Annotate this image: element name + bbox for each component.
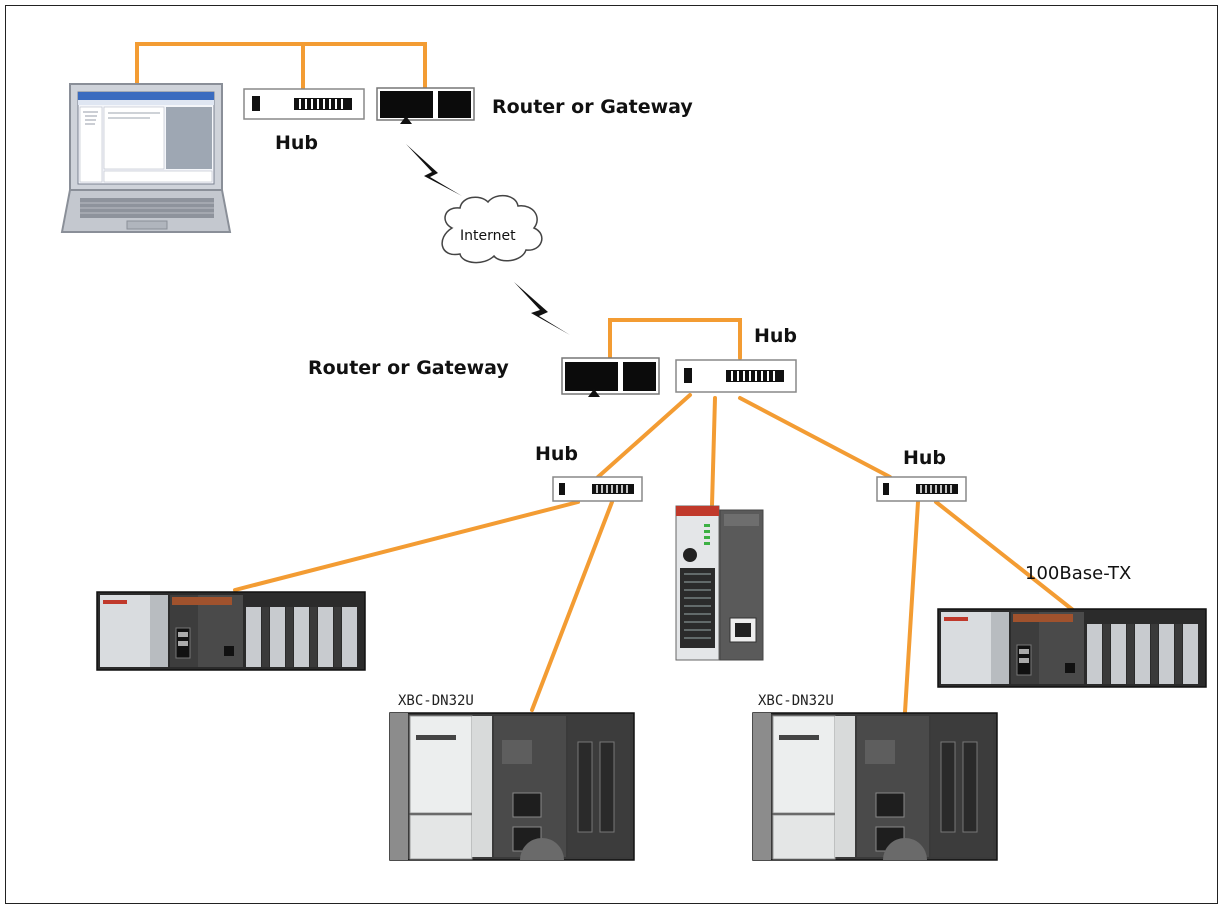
xbc-plc-right-icon <box>752 712 998 861</box>
router-top-icon <box>376 87 475 124</box>
xbc-plc-left-icon <box>389 712 635 861</box>
internet-cloud-icon <box>441 194 543 264</box>
router-top-label: Router or Gateway <box>492 96 693 118</box>
hub-mid-icon <box>675 359 797 393</box>
cable-laptop-top <box>135 42 427 90</box>
cable-hubleft-to-plc-left <box>530 500 614 712</box>
wireless-link-icon-top <box>406 144 462 196</box>
hub-left-icon <box>552 476 643 502</box>
cable-hubright-to-rack-right <box>934 500 1080 616</box>
rack-plc-left-icon <box>96 591 366 671</box>
wireless-link-icon-bottom <box>514 282 570 335</box>
cable-hubright-to-plc-right <box>903 500 920 714</box>
plc-model-label-right: XBC-DN32U <box>758 693 834 709</box>
cable-hub-to-cpu <box>710 396 717 507</box>
hub-top-icon <box>243 88 365 120</box>
cable-router-hub-mid <box>608 318 742 364</box>
link-type-label: 100Base-TX <box>1025 563 1132 584</box>
cable-hubleft-to-rack-left <box>233 500 580 592</box>
cpu-module-icon <box>675 505 764 661</box>
hub-right-label: Hub <box>903 447 947 469</box>
hub-top-label: Hub <box>275 132 319 154</box>
hub-right-icon <box>876 476 967 502</box>
plc-model-label-left: XBC-DN32U <box>398 693 474 709</box>
rack-plc-right-icon <box>937 608 1207 688</box>
cables <box>135 42 1080 714</box>
diagram-frame <box>5 5 1218 904</box>
router-mid-label: Router or Gateway <box>308 357 509 379</box>
internet-label: Internet <box>460 228 516 244</box>
hub-left-label: Hub <box>535 443 579 465</box>
hub-mid-label: Hub <box>754 325 798 347</box>
cable-hub-to-hub-right <box>738 396 892 479</box>
laptop-icon <box>60 83 232 233</box>
cable-hub-to-hub-left <box>596 393 692 479</box>
router-mid-icon <box>561 357 660 397</box>
